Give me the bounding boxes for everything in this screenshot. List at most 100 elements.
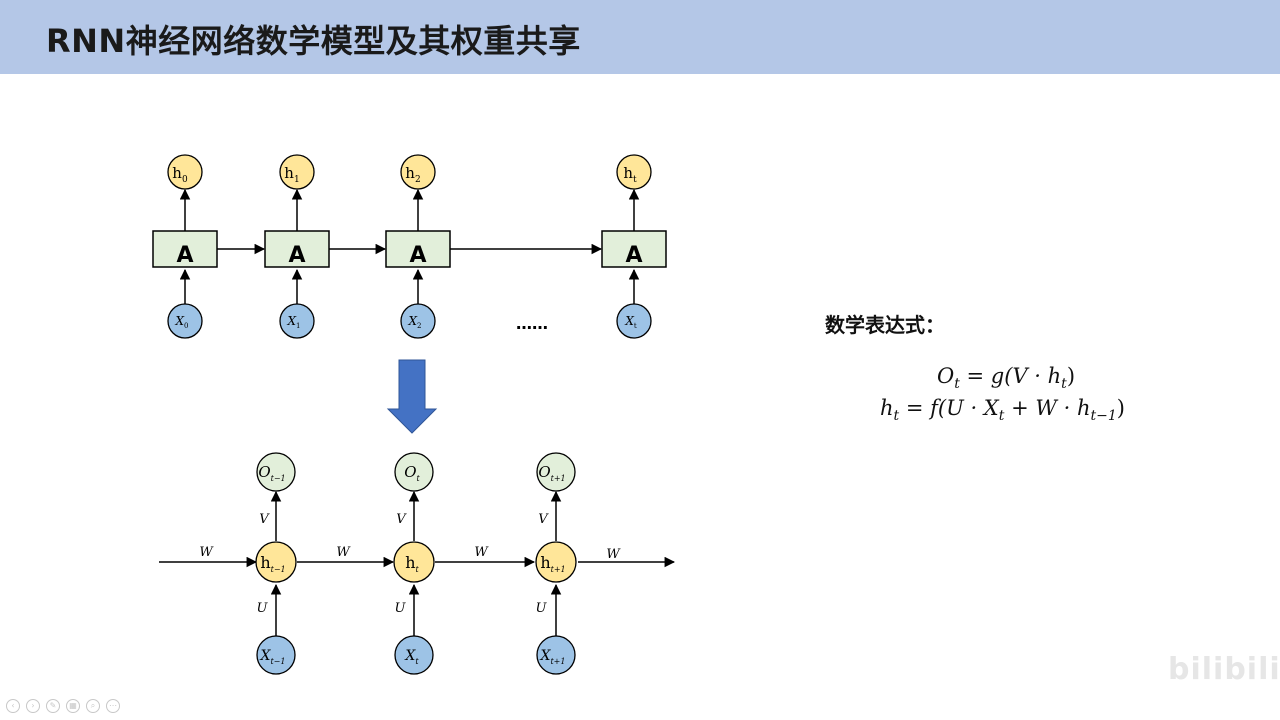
- cell-box: [601, 230, 667, 268]
- input-node: [279, 303, 315, 339]
- prev-slide-icon[interactable]: ‹: [6, 699, 20, 713]
- output-node-sub: t−1: [271, 474, 286, 483]
- output-node-base: h: [284, 164, 294, 182]
- input-node-sub: 0: [184, 322, 188, 330]
- hidden-node-sub: t: [416, 565, 420, 574]
- hidden-node: [535, 541, 577, 583]
- title-bar: RNN神经网络数学模型及其权重共享: [0, 0, 1280, 74]
- output-node-sub: t+1: [551, 474, 566, 483]
- formula-h-mid1-sub: t: [998, 408, 1005, 424]
- cell-label: A: [625, 243, 642, 268]
- svg-text:Xt: Xt: [404, 648, 419, 666]
- formula-h-mid1: = f(U · X: [899, 396, 999, 420]
- input-node-base: X: [624, 314, 634, 328]
- input-node: [167, 303, 203, 339]
- output-node: [256, 452, 296, 492]
- page-title: RNN神经网络数学模型及其权重共享: [46, 22, 581, 60]
- cell-label: A: [288, 243, 305, 268]
- weight-w-label: W: [199, 545, 214, 560]
- input-node-base: X: [286, 314, 296, 328]
- input-node: [616, 303, 652, 339]
- rnn-cell: A h1 X1: [264, 154, 330, 339]
- svg-text:ht: ht: [405, 553, 419, 574]
- output-node-base: O: [538, 463, 550, 481]
- cell-box: [385, 230, 451, 268]
- weight-w-label: W: [606, 547, 621, 562]
- output-node: [536, 452, 576, 492]
- zoom-icon[interactable]: ⌕: [86, 699, 100, 713]
- hidden-node: [393, 541, 435, 583]
- weight-v-label: V: [396, 512, 407, 527]
- output-node-sub: 2: [415, 175, 421, 185]
- output-node: [167, 154, 203, 190]
- svg-text:Ot+1: Ot+1: [538, 463, 565, 483]
- output-node-sub: 1: [294, 175, 300, 185]
- input-node-base: X: [174, 314, 184, 328]
- input-node: [400, 303, 436, 339]
- input-node-sub: t+1: [550, 657, 565, 666]
- formula-o-lhs-sub: t: [954, 376, 960, 392]
- formula-h-end: ): [1116, 396, 1125, 420]
- weight-u-label: U: [257, 601, 269, 616]
- svg-text:Ot: Ot: [404, 463, 420, 483]
- rnn-cell: A ht Xt: [601, 154, 667, 339]
- hidden-node-sub: t−1: [271, 565, 286, 574]
- output-node-base: O: [404, 463, 416, 481]
- cell-label: A: [176, 243, 193, 268]
- svg-text:Xt+1: Xt+1: [540, 648, 566, 666]
- hidden-node-base: h: [540, 553, 550, 572]
- input-node-sub: t−1: [270, 657, 285, 666]
- input-node: [256, 635, 296, 675]
- input-node-sub: 1: [296, 322, 300, 330]
- formula-h-lhs: h: [880, 396, 894, 420]
- output-node: [279, 154, 315, 190]
- input-node-base: X: [407, 314, 417, 328]
- input-node-base: X: [404, 648, 416, 664]
- cell-box: [264, 230, 330, 268]
- svg-text:Xt−1: Xt−1: [260, 648, 286, 666]
- ellipsis: ……: [516, 314, 548, 333]
- output-node: [616, 154, 652, 190]
- output-node-base: h: [623, 164, 633, 182]
- rnn-cell: A h2 X2: [385, 154, 451, 339]
- output-node-sub: 0: [182, 175, 188, 185]
- hidden-node-sub: t+1: [551, 565, 566, 574]
- svg-text:h2: h2: [405, 164, 420, 185]
- weight-w-label: W: [336, 545, 351, 560]
- formula-o-mid: = g(V · h: [959, 364, 1062, 388]
- formula-label: 数学表达式：: [825, 313, 945, 337]
- input-node-sub: t: [634, 322, 637, 330]
- formula-o-mid-sub: t: [1061, 376, 1067, 392]
- down-arrow-icon: [386, 359, 438, 434]
- input-node-base: X: [540, 648, 552, 664]
- svg-text:X1: X1: [286, 314, 300, 330]
- output-node: [394, 452, 434, 492]
- input-node-sub: 2: [417, 322, 421, 330]
- unrolled-step: V U Ot ht Xt: [393, 452, 435, 675]
- watermark-logo: bilibili: [1168, 652, 1280, 687]
- svg-text:Ot−1: Ot−1: [258, 463, 285, 483]
- hidden-node-base: h: [405, 553, 415, 572]
- formula-h-mid2-sub: t−1: [1090, 408, 1117, 424]
- output-node-base: O: [258, 463, 270, 481]
- output-node-sub: t: [633, 175, 637, 185]
- slides-grid-icon[interactable]: ▦: [66, 699, 80, 713]
- svg-text:X0: X0: [174, 314, 188, 330]
- weight-u-label: U: [536, 601, 548, 616]
- output-node-base: h: [172, 164, 182, 182]
- pen-icon[interactable]: ✎: [46, 699, 60, 713]
- svg-text:Xt: Xt: [624, 314, 637, 330]
- more-icon[interactable]: ⋯: [106, 699, 120, 713]
- input-node-base: X: [260, 648, 272, 664]
- weight-u-label: U: [395, 601, 407, 616]
- output-formula: Ot = g(V · ht): [937, 364, 1075, 392]
- weight-w-label: W: [474, 545, 489, 560]
- formula-h-mid2: + W · h: [1004, 396, 1091, 420]
- formula-h-lhs-sub: t: [893, 408, 900, 424]
- svg-text:h0: h0: [172, 164, 188, 185]
- formula-o-lhs: O: [937, 364, 955, 388]
- next-slide-icon[interactable]: ›: [26, 699, 40, 713]
- hidden-state-formula: ht = f(U · Xt + W · ht−1): [880, 396, 1125, 424]
- cell-label: A: [409, 243, 426, 268]
